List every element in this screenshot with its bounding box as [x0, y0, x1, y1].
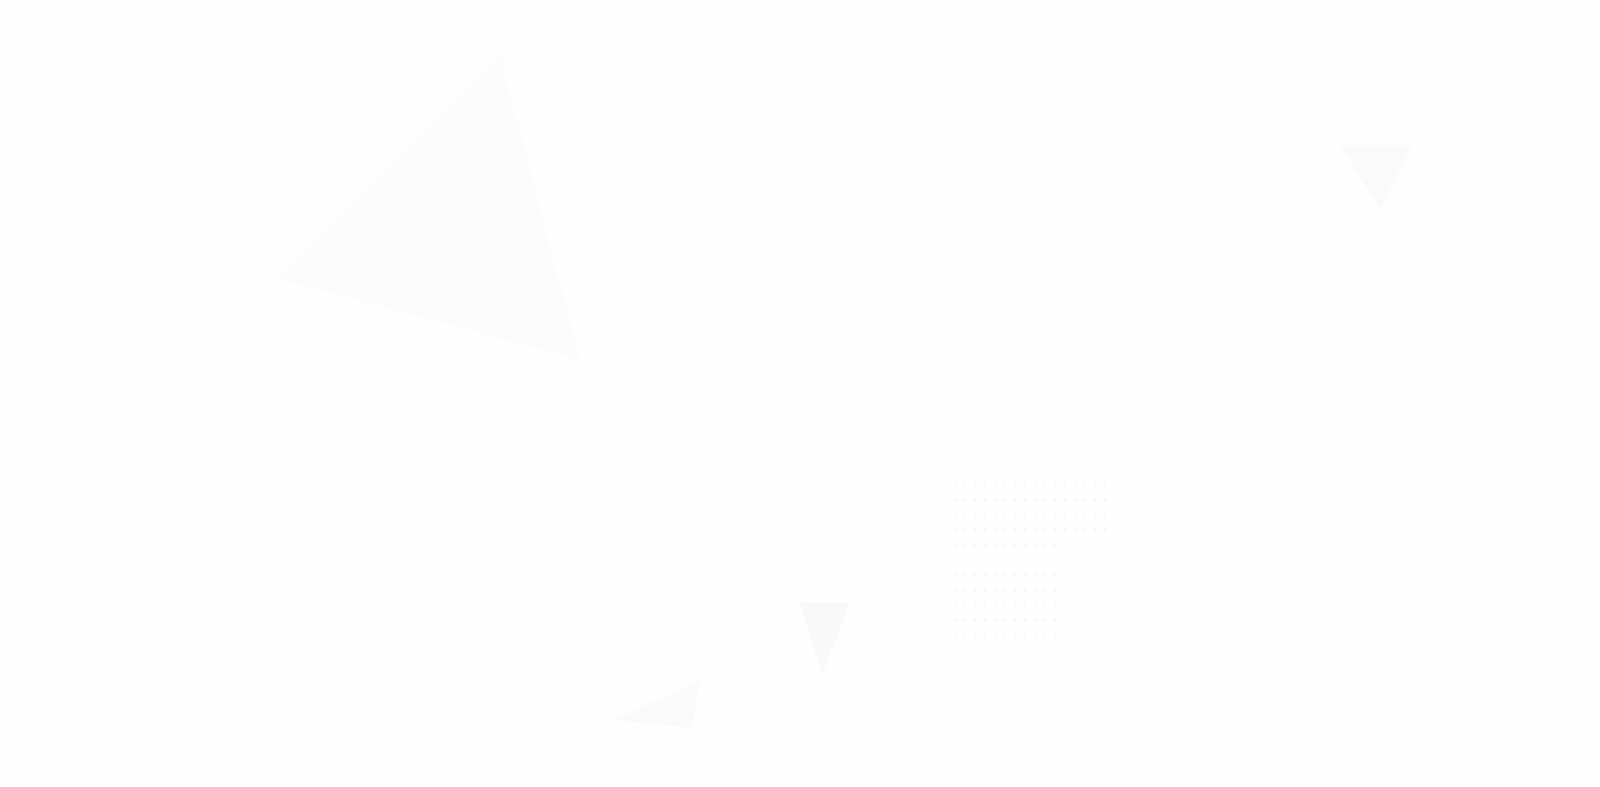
- texture-patch-right: [1160, 400, 1280, 555]
- triangle-bottom-center: [800, 603, 850, 675]
- dot-grid-lower: [948, 543, 1058, 643]
- triangle-top-right: [1340, 145, 1412, 210]
- triangle-large: [275, 55, 580, 360]
- texture-patch-left: [40, 20, 360, 400]
- dot-grid: [948, 483, 1108, 543]
- triangle-bottom-left: [615, 680, 700, 728]
